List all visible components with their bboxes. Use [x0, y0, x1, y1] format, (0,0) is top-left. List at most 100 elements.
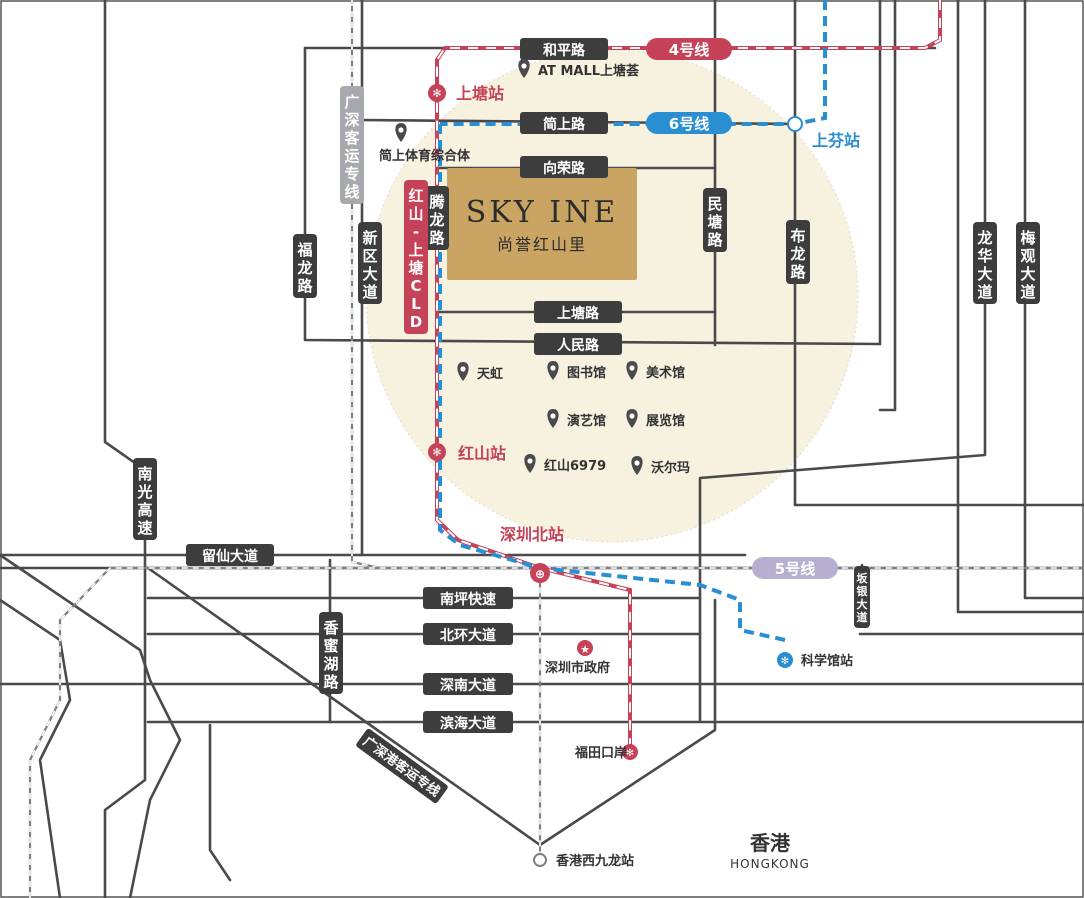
svg-text:★: ★: [580, 643, 590, 656]
label-liuxian: 留仙大道: [202, 548, 258, 565]
station-shenzhenbei: 深圳北站: [500, 525, 564, 544]
station-hongshan: 红山站: [458, 444, 506, 463]
vlabel-char-xinqu: 道: [362, 283, 377, 301]
project-box: [447, 168, 637, 280]
svg-text:✻: ✻: [626, 748, 634, 759]
vlabel-char-cld: 上: [408, 241, 423, 259]
vlabel-char-xiangmihu: 湖: [323, 655, 338, 673]
vlabel-char-longhua: 道: [977, 283, 992, 301]
radius-ring: [365, 49, 859, 543]
metro-icon: [777, 652, 793, 668]
vlabel-char-guangshen: 线: [344, 183, 359, 201]
label-beihuan: 北环大道: [440, 627, 496, 644]
meiguan-road-line: [1023, 0, 1084, 600]
vlabel-char-xinqu: 大: [362, 265, 377, 283]
svg-text:✻: ✻: [432, 446, 441, 459]
line4-badge: [646, 38, 732, 60]
rail-station-icon: [530, 563, 550, 583]
rail-station-icon: [533, 853, 547, 867]
label-shennan: 深南大道: [440, 677, 496, 694]
stations: ✻ 上塘站 上芬站 ✻ 红山站 ⊕ 深圳北站 ✻ 科学馆站 ✻ 福田口岸 香港西…: [428, 84, 860, 869]
vlabel-char-guangshen: 广: [344, 93, 359, 111]
vlabel-char-fulong: 福: [296, 241, 312, 259]
station-futian: 福田口岸: [574, 745, 627, 761]
fulong-renmin-loop: [303, 46, 882, 346]
station-shangfen: 上芬站: [812, 131, 860, 150]
vlabel-char-cld: -: [413, 223, 419, 241]
poi-exhibition: 展览馆: [646, 413, 685, 429]
vlabel-char-guangshen: 客: [343, 129, 360, 147]
vlabel-char-nanguang: 高: [137, 501, 152, 519]
vlabel-char-longhua: 大: [977, 265, 992, 283]
vlabel-char-nanguang: 速: [137, 519, 152, 537]
vlabel-char-guangshen: 专: [344, 165, 359, 183]
vlabel-char-xiangmihu: 香: [323, 619, 338, 637]
poi-atmall: AT MALL上塘荟: [538, 63, 640, 79]
vlabel-box-tenglong: [425, 186, 449, 250]
vlabel-char-cld: 红: [408, 187, 423, 205]
vlabel-char-longhua: 龙: [976, 229, 992, 247]
vlabel-char-mintang: 塘: [707, 213, 722, 231]
railways: [28, 0, 1084, 898]
line6-label: 6号线: [669, 115, 709, 133]
guangshen-hk-diag: [146, 566, 717, 847]
guangshen-rail-dash: [351, 0, 541, 860]
line6-route-north: [440, 0, 827, 126]
poi-tianhong: 天虹: [477, 366, 503, 382]
metro-icon: [428, 443, 446, 461]
road-labels-v: 广深客运专线福龙路新区大道腾龙路红山-上塘CLD民塘路布龙路龙华大道梅观大道南光…: [133, 86, 1040, 694]
vlabel-char-cld: L: [411, 295, 421, 313]
vlabel-char-cld: D: [410, 313, 422, 331]
line4-label: 4号线: [669, 41, 709, 59]
vlabel-char-longhua: 华: [977, 247, 992, 265]
vlabel-char-xiangmihu: 蜜: [323, 637, 338, 655]
vlabel-char-cld: 山: [408, 205, 423, 223]
line4-route-dash: [436, 0, 941, 755]
vlabel-char-bantian: 道: [857, 610, 868, 624]
vlabel-char-meiguan: 观: [1020, 247, 1035, 265]
svg-text:✻: ✻: [781, 656, 789, 667]
project-subname: 尚誉红山里: [497, 235, 587, 254]
label-jianshang: 简上路: [543, 116, 586, 133]
station-xijiulong: 香港西九龙站: [555, 853, 634, 869]
vlabel-char-nanguang: 光: [136, 483, 152, 501]
region-hk-en: HONGKONG: [730, 857, 810, 871]
vlabel-box-fulong: [293, 234, 317, 298]
label-xiangrong: 向荣路: [543, 160, 586, 177]
vlabel-char-fulong: 龙: [296, 259, 312, 277]
vlabel-char-fulong: 路: [297, 277, 313, 295]
road-labels-h: 和平路 简上路 向荣路 上塘路 人民路 留仙大道 南坪快速 北环大道 深南大道 …: [186, 38, 622, 733]
metro-icon: [787, 116, 803, 132]
vlabel-char-cld: 塘: [408, 259, 423, 277]
vlabel-char-bulong: 布: [790, 227, 805, 245]
longhua-inner-line: [956, 0, 1084, 614]
metro-icon: [428, 84, 446, 102]
line5-rail-dash: [29, 567, 1084, 898]
vlabel-box-bantian: [854, 566, 870, 628]
poi-library: 图书馆: [567, 365, 606, 381]
vlabel-char-bantian: 大: [857, 597, 868, 611]
guangshen-hk-label: 广深港客运专线: [356, 728, 448, 804]
poi-citygov: 深圳市政府: [545, 660, 610, 676]
vlabel-char-bantian: 银: [857, 584, 869, 598]
vlabel-char-xiangmihu: 路: [323, 673, 339, 691]
poi-artmuseum: 美术馆: [646, 365, 685, 381]
station-kexueguan: 科学馆站: [801, 653, 853, 669]
metro-icon: [622, 744, 638, 760]
vlabel-box-longhua: [973, 222, 997, 304]
poi-walmart: 沃尔玛: [651, 460, 690, 476]
sw-road: [208, 723, 232, 882]
west-curve-road: [0, 553, 182, 898]
vlabel-box-meiguan: [1016, 222, 1040, 304]
vlabel-char-xinqu: 新: [362, 229, 377, 247]
vlabel-char-meiguan: 道: [1020, 283, 1035, 301]
label-shangtang: 上塘路: [557, 305, 600, 322]
line6-route-south: [438, 124, 786, 642]
poi-theater: 演艺馆: [567, 413, 606, 429]
vlabel-box-mintang: [703, 188, 727, 252]
vlabel-box-guangshen: [340, 86, 364, 204]
label-heping: 和平路: [543, 42, 586, 59]
